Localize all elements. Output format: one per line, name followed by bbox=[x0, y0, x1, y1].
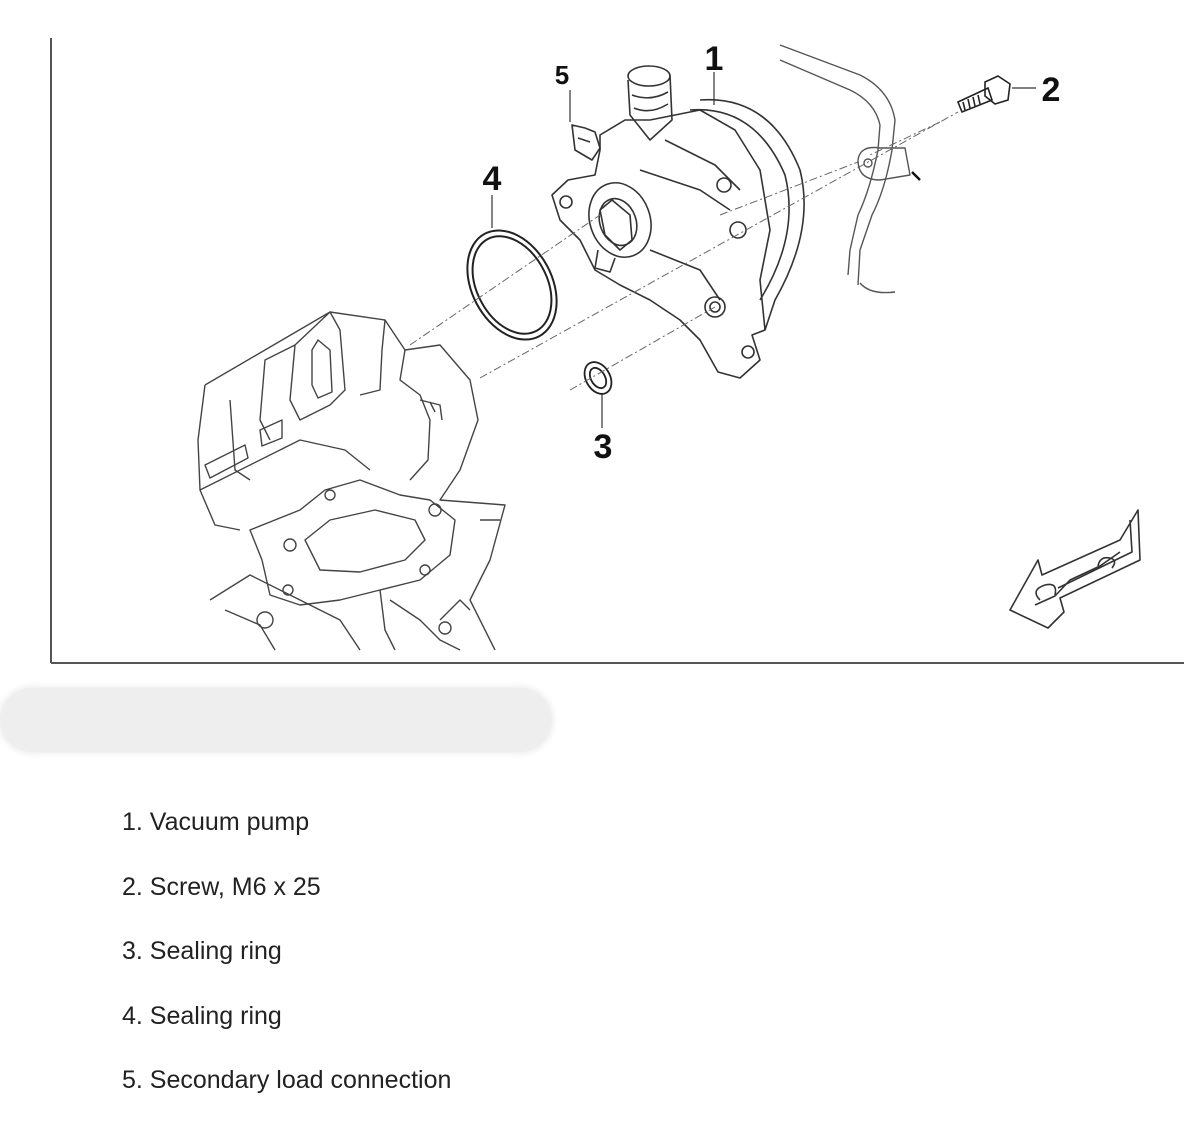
legend-item-screw: 2. Screw, M6 x 25 bbox=[122, 872, 321, 901]
vacuum-hose-drawing bbox=[779, 44, 921, 294]
legend-item-secondary-load-connection: 5. Secondary load connection bbox=[122, 1066, 452, 1094]
callout-leaders bbox=[491, 72, 1036, 428]
sealing-ring-4-drawing bbox=[466, 229, 558, 341]
callout-2: 2 bbox=[1042, 71, 1061, 109]
assembly-centerlines bbox=[409, 111, 959, 391]
callout-3: 3 bbox=[594, 428, 613, 466]
vehicle-direction-arrow-icon bbox=[1009, 509, 1141, 629]
diagram-svg: 1 2 3 4 5 bbox=[50, 38, 1184, 664]
callout-5: 5 bbox=[555, 60, 569, 90]
redacted-area bbox=[0, 688, 552, 752]
exploded-parts-diagram: 1 2 3 4 5 bbox=[50, 38, 1184, 664]
screw-2-drawing bbox=[956, 75, 1011, 114]
parts-legend: 1. Vacuum pump 2. Screw, M6 x 25 3. Seal… bbox=[122, 800, 451, 1123]
callout-1: 1 bbox=[705, 40, 724, 78]
legend-item-vacuum-pump: 1. Vacuum pump bbox=[122, 808, 310, 836]
vacuum-pump-drawing bbox=[551, 65, 805, 379]
legend-item-sealing-ring-4: 4. Sealing ring bbox=[122, 1001, 282, 1030]
callout-4: 4 bbox=[483, 160, 502, 198]
engine-block-drawing bbox=[197, 311, 506, 651]
legend-item-sealing-ring-3: 3. Sealing ring bbox=[122, 937, 282, 965]
sealing-ring-3-drawing bbox=[583, 361, 613, 395]
